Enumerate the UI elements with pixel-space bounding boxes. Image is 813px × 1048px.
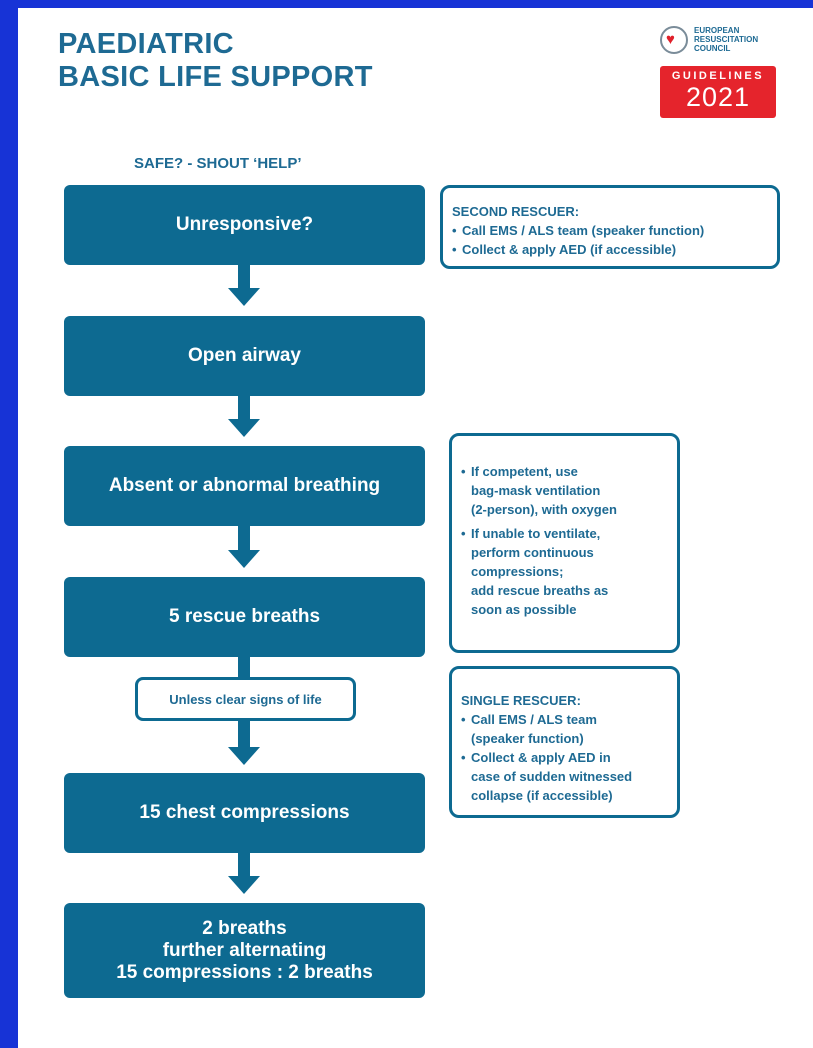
step-chest-compressions: 15 chest compressions (64, 773, 425, 853)
connector-line (238, 721, 250, 747)
guidelines-label: GUIDELINES (671, 70, 765, 82)
erc-emblem-icon (660, 26, 688, 54)
step-label: Absent or abnormal breathing (108, 475, 381, 496)
connector-line (238, 396, 250, 419)
bullet-text: If unable to ventilate, perform continuo… (471, 526, 609, 617)
note-bullet: • Call EMS / ALS team (speaker function) (461, 710, 671, 748)
connector-line (238, 853, 250, 876)
note-ventilation: • If competent, use bag-mask ventilation… (449, 433, 680, 653)
logo-organization-name: EUROPEAN RESUSCITATION COUNCIL (694, 26, 759, 53)
bullet-icon: • (461, 712, 466, 727)
guideline-sheet (18, 8, 813, 1048)
condition-box: Unless clear signs of life (135, 677, 356, 721)
bullet-text: Call EMS / ALS team (speaker function) (471, 712, 597, 746)
note-bullet: • Call EMS / ALS team (speaker function) (452, 221, 767, 240)
step-label: 5 rescue breaths (168, 606, 321, 627)
bullet-icon: • (461, 526, 466, 541)
bullet-icon: • (452, 242, 457, 257)
step-alternating-cycle: 2 breaths further alternating 15 compres… (64, 903, 425, 998)
note-single-rescuer: SINGLE RESCUER: • Call EMS / ALS team (s… (449, 666, 680, 818)
bullet-icon: • (452, 223, 457, 238)
bullet-text: Collect & apply AED (if accessible) (462, 242, 677, 257)
step-label-line-2: further alternating (162, 939, 327, 961)
step-unresponsive: Unresponsive? (64, 185, 425, 265)
title-line-1: PAEDIATRIC (58, 28, 234, 60)
note-bullet: • If competent, use bag-mask ventilation… (461, 462, 671, 519)
title-line-2: BASIC LIFE SUPPORT (58, 61, 373, 93)
bullet-icon: • (461, 750, 466, 765)
down-arrow-icon (228, 550, 260, 568)
connector-line (238, 657, 250, 677)
connector-line (238, 526, 250, 550)
note-title: SINGLE RESCUER: (461, 693, 581, 708)
guidelines-year: 2021 (685, 82, 751, 112)
bullet-text: Collect & apply AED in case of sudden wi… (471, 750, 633, 803)
connector-line (238, 265, 250, 288)
page-title: PAEDIATRIC BASIC LIFE SUPPORT (58, 28, 373, 94)
heart-icon: ♥ (666, 31, 675, 48)
step-label: Unresponsive? (175, 214, 314, 235)
step-rescue-breaths: 5 rescue breaths (64, 577, 425, 657)
safety-check-heading: SAFE? - SHOUT ‘HELP’ (134, 155, 302, 172)
step-abnormal-breathing: Absent or abnormal breathing (64, 446, 425, 526)
note-title: SECOND RESCUER: (452, 204, 580, 219)
step-open-airway: Open airway (64, 316, 425, 396)
guidelines-badge: GUIDELINES 2021 (660, 66, 776, 118)
step-label: 15 chest compressions (139, 802, 350, 823)
down-arrow-icon (228, 747, 260, 765)
note-bullet: • If unable to ventilate, perform contin… (461, 524, 671, 619)
bullet-icon: • (461, 464, 466, 479)
note-second-rescuer: SECOND RESCUER: • Call EMS / ALS team (s… (440, 185, 780, 269)
down-arrow-icon (228, 288, 260, 306)
step-label-line-3: 15 compressions : 2 breaths (116, 961, 373, 983)
bullet-text: Call EMS / ALS team (speaker function) (462, 223, 705, 238)
down-arrow-icon (228, 876, 260, 894)
erc-logo: ♥ EUROPEAN RESUSCITATION COUNCIL GUIDELI… (660, 26, 780, 118)
step-label: Open airway (188, 345, 301, 366)
down-arrow-icon (228, 419, 260, 437)
step-label-line-1: 2 breaths (202, 917, 287, 939)
note-bullet: • Collect & apply AED (if accessible) (452, 240, 767, 259)
bullet-text: If competent, use bag-mask ventilation (… (471, 464, 617, 517)
note-bullet: • Collect & apply AED in case of sudden … (461, 748, 671, 805)
